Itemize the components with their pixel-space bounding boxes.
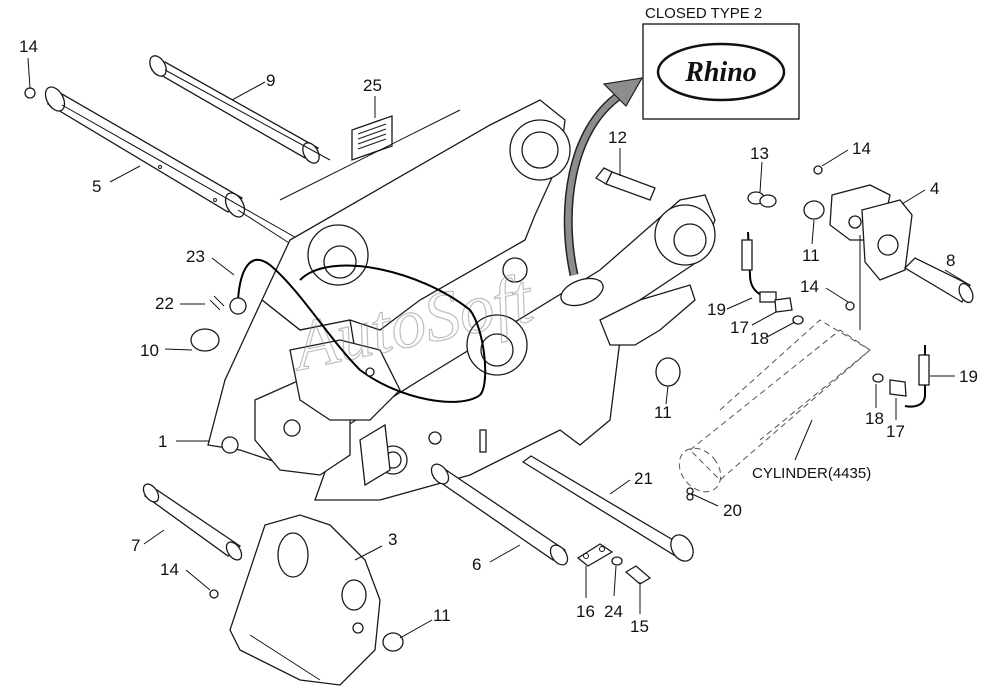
callout-9: 9 [266,71,275,90]
callout-arrow [563,77,644,276]
part-14-grease-nipple-top-left [24,87,36,99]
callout-19-left: 19 [707,300,726,319]
callout-1: 1 [158,432,167,451]
inset-closed-type-2: CLOSED TYPE 2 Rhino [642,5,800,120]
callout-23: 23 [186,247,205,266]
callout-14-right: 14 [852,139,871,158]
callout-5: 5 [92,177,101,196]
callout-14-cylinder: 14 [800,277,819,296]
part-18-oring-left [792,315,804,325]
part-21-pin [521,455,694,562]
callout-11-bottom: 11 [433,606,451,625]
inset-title: CLOSED TYPE 2 [645,5,762,22]
callout-12: 12 [608,128,627,147]
part-11-ring-right [803,200,825,220]
callout-20: 20 [723,501,742,520]
callout-11-middle: 11 [654,403,672,422]
part-8-pin [903,257,974,304]
part-17-fitting-right [889,379,907,397]
inset-frame [642,23,800,120]
callout-6: 6 [472,555,481,574]
part-1-main-body [207,99,716,501]
callout-10: 10 [140,341,159,360]
part-24-washer [611,556,623,566]
part-19-hose-right [904,345,930,408]
part-20-screw [686,487,694,495]
callout-14: 14 [19,37,38,56]
callout-24: 24 [604,602,623,621]
part-13-nuts [747,191,777,208]
callout-8: 8 [946,251,955,270]
alignment-lines [61,69,461,251]
leader-lines [27,57,969,639]
part-11-ring-middle [655,357,681,387]
part-22-clip [209,295,225,311]
callout-18-right: 18 [865,409,884,428]
part-14-grease-nipple-bottom [209,589,219,599]
part-18-oring-right [872,373,884,383]
callout-16: 16 [576,602,595,621]
part-23-wire [229,258,487,453]
part-14-grease-nipple-top-right [813,165,823,175]
callout-14-bottom: 14 [160,560,179,579]
callout-18-left: 18 [750,329,769,348]
part-12-bolt [595,167,656,201]
callout-11-right: 11 [802,246,820,265]
part-10-ring [190,328,220,352]
part-17-fitting-left [774,297,793,313]
part-16-plate [576,543,614,567]
callout-15: 15 [630,617,649,636]
callout-13: 13 [750,144,769,163]
part-7-pin [142,483,243,561]
callout-numbers: 14 9 25 5 12 13 14 4 11 8 23 22 10 19 17… [19,37,978,636]
part-5-pin [44,86,246,218]
ghost-cylinder [678,235,871,493]
part-14-grease-nipple-cylinder [845,301,855,311]
callout-17-left: 17 [730,318,749,337]
part-9-pin [149,55,320,164]
callout-7: 7 [131,536,140,555]
callout-25: 25 [363,76,382,95]
callout-22: 22 [155,294,174,313]
callout-4: 4 [930,179,939,198]
part-4-block [829,184,913,281]
callout-21: 21 [634,469,653,488]
callout-17-right: 17 [886,422,905,441]
part-6-pin [430,463,569,566]
part-25-label-plate [351,115,393,161]
callout-19-right: 19 [959,367,978,386]
rhino-logo-text: Rhino [684,57,757,88]
part-3-block [229,514,381,686]
part-19-hose-left [741,231,777,303]
cylinder-label: CYLINDER(4435) [752,465,871,482]
callout-3: 3 [388,530,397,549]
rhino-logo-oval [656,42,786,102]
part-11-ring-bottom [382,632,404,652]
part-15-bolt [624,565,652,585]
